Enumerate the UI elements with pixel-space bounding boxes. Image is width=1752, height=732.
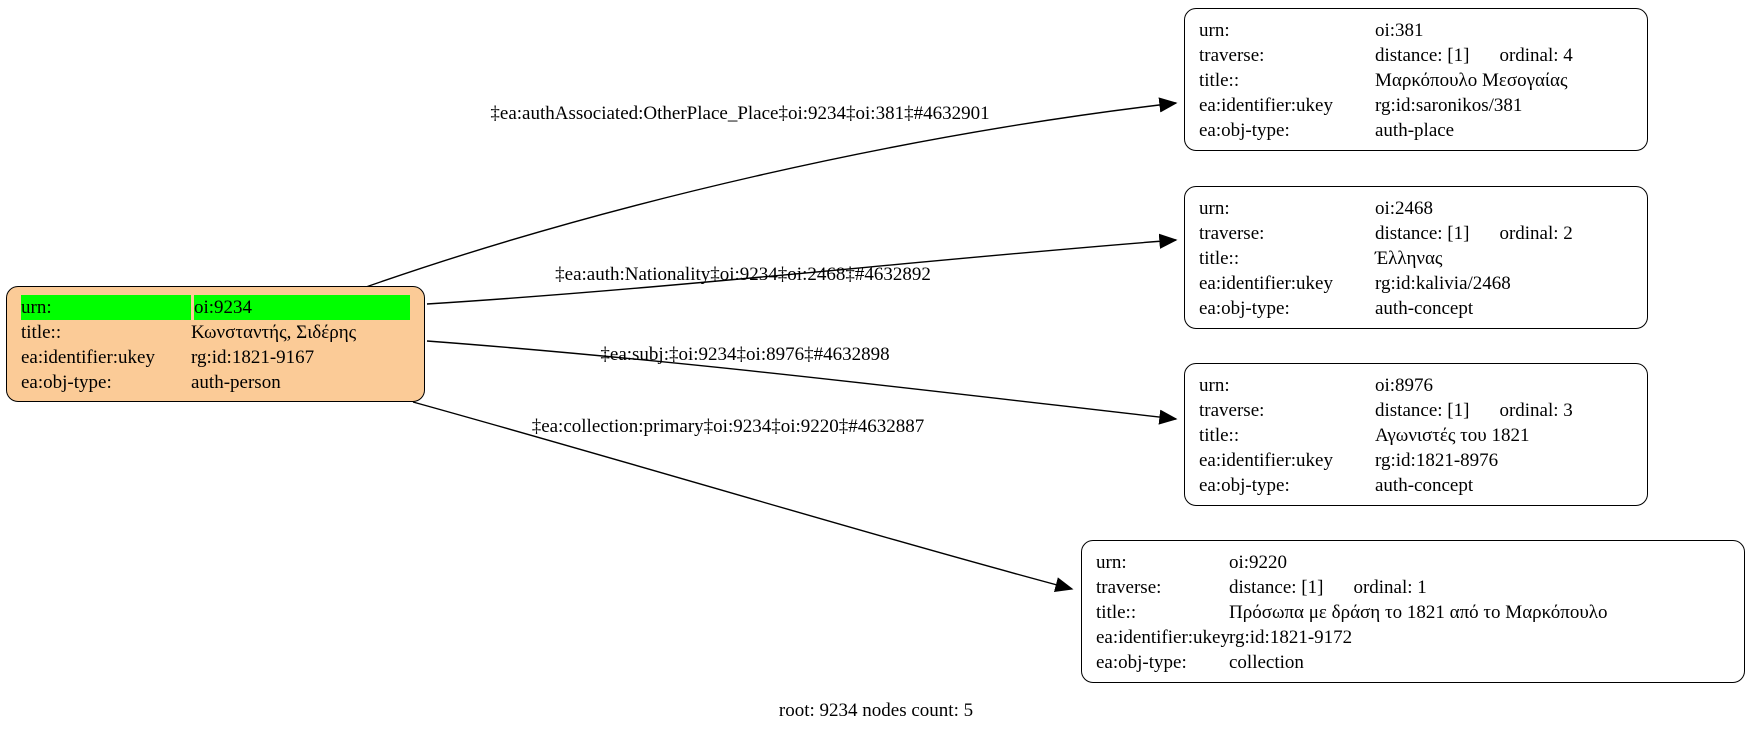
row-value: Κωνσταντής, Σιδέρης: [191, 322, 357, 343]
row-value: distance: [1]ordinal: 4: [1375, 45, 1573, 66]
row-key: urn:: [1199, 20, 1230, 41]
edge-label-auth-associated-other-place: ‡ea:authAssociated:OtherPlace_Place‡oi:9…: [490, 103, 990, 124]
node-oi-9220[interactable]: urn: oi:9220 traverse: distance: [1]ordina…: [1081, 540, 1745, 683]
node-row-traverse: traverse: distance: [1]ordinal: 4: [1199, 43, 1633, 68]
node-row-title: title::Μαρκόπουλο Μεσογαίας: [1199, 68, 1633, 93]
edge-label-collection-primary: ‡ea:collection:primary‡oi:9234‡oi:9220‡#…: [531, 416, 925, 437]
node-row-title: title::Αγωνιστές του 1821: [1199, 423, 1633, 448]
row-value: auth-person: [191, 372, 281, 393]
row-key: ea:identifier:ukey: [1199, 450, 1333, 471]
row-ordinal: ordinal: 4: [1499, 45, 1573, 66]
row-key: title::: [21, 322, 62, 343]
row-value: collection: [1229, 652, 1304, 673]
node-row-identifier: ea:identifier:ukey rg:id:kalivia/2468: [1199, 271, 1633, 296]
edge-label-subj: ‡ea:subj:‡oi:9234‡oi:8976‡#4632898: [600, 344, 890, 365]
row-ordinal: ordinal: 3: [1499, 400, 1573, 421]
row-key: traverse:: [1096, 577, 1162, 598]
node-row-objtype: ea:obj-type: auth-concept: [1199, 296, 1633, 321]
edge-line-subj: [426, 340, 1178, 425]
row-ordinal: ordinal: 2: [1499, 223, 1573, 244]
row-key: traverse:: [1199, 400, 1265, 421]
node-row-urn: urn: oi:381: [1199, 18, 1633, 43]
row-value: rg:id:1821-9167: [191, 347, 315, 368]
row-value: oi:8976: [1375, 375, 1434, 396]
row-value: rg:id:kalivia/2468: [1375, 273, 1511, 294]
row-key: ea:obj-type:: [1199, 298, 1290, 319]
row-key: ea:identifier:ukey: [1199, 273, 1333, 294]
row-value: oi:2468: [1375, 198, 1434, 219]
node-row-title: title::Έλληνας: [1199, 246, 1633, 271]
row-value: Μαρκόπουλο Μεσογαίας: [1375, 70, 1568, 91]
row-value: auth-concept: [1375, 475, 1474, 496]
row-key: title::: [1199, 425, 1240, 446]
node-row-urn: urn: oi:9220: [1096, 550, 1730, 575]
row-value: oi:9220: [1229, 552, 1288, 573]
row-key: urn:: [1199, 198, 1230, 219]
edge-label-auth-nationality: ‡ea:auth:Nationality‡oi:9234‡oi:2468‡#46…: [555, 264, 931, 285]
node-oi-8976[interactable]: urn: oi:8976 traverse: distance: [1]ordina…: [1184, 363, 1648, 506]
node-root-oi-9234[interactable]: urn:oi:9234 title::Κωνσταντής, Σιδέρης e…: [6, 286, 425, 402]
row-value: oi:381: [1375, 20, 1424, 41]
row-key: urn:: [1199, 375, 1230, 396]
row-value: rg:id:saronikos/381: [1375, 95, 1523, 116]
row-value: Αγωνιστές του 1821: [1375, 425, 1530, 446]
row-key: ea:identifier:ukey: [1199, 95, 1333, 116]
node-row-identifier: ea:identifier:ukey rg:id:1821-9167: [21, 345, 410, 370]
node-row-urn: urn: oi:2468: [1199, 196, 1633, 221]
node-row-urn: urn:oi:9234: [21, 295, 410, 320]
node-row-traverse: traverse: distance: [1]ordinal: 3: [1199, 398, 1633, 423]
row-key: ea:identifier:ukey: [21, 347, 155, 368]
row-value: distance: [1]ordinal: 2: [1375, 223, 1573, 244]
row-value: auth-place: [1375, 120, 1455, 141]
row-value: oi:9234: [194, 295, 410, 320]
row-key: title::: [1199, 70, 1240, 91]
row-key: ea:obj-type:: [1199, 475, 1290, 496]
node-row-urn: urn: oi:8976: [1199, 373, 1633, 398]
row-key: ea:obj-type:: [21, 372, 112, 393]
edge-line-collection-primary: [412, 401, 1074, 593]
node-row-title: title::Κωνσταντής, Σιδέρης: [21, 320, 410, 345]
node-row-objtype: ea:obj-type: auth-concept: [1199, 473, 1633, 498]
node-oi-2468[interactable]: urn: oi:2468 traverse: distance: [1]ordina…: [1184, 186, 1648, 329]
row-value: rg:id:1821-8976: [1375, 450, 1499, 471]
row-key: title::: [1096, 602, 1137, 623]
row-key: traverse:: [1199, 45, 1265, 66]
row-value: rg:id:1821-9172: [1229, 627, 1353, 648]
row-value: distance: [1]ordinal: 3: [1375, 400, 1573, 421]
row-key: title::: [1199, 248, 1240, 269]
row-value: auth-concept: [1375, 298, 1474, 319]
row-key: traverse:: [1199, 223, 1265, 244]
node-row-traverse: traverse: distance: [1]ordinal: 1: [1096, 575, 1730, 600]
row-ordinal: ordinal: 1: [1353, 577, 1427, 598]
row-value: Πρόσωπα με δράση το 1821 από το Μαρκόπου…: [1229, 602, 1608, 623]
row-key: ea:identifier:ukey: [1096, 627, 1230, 648]
node-row-traverse: traverse: distance: [1]ordinal: 2: [1199, 221, 1633, 246]
row-key: ea:obj-type:: [1199, 120, 1290, 141]
node-row-identifier: ea:identifier:ukey rg:id:1821-8976: [1199, 448, 1633, 473]
node-row-objtype: ea:obj-type: collection: [1096, 650, 1730, 675]
graph-caption: root: 9234 nodes count: 5: [778, 700, 974, 721]
node-row-objtype: ea:obj-type: auth-place: [1199, 118, 1633, 143]
row-value: distance: [1]ordinal: 1: [1229, 577, 1427, 598]
row-key: ea:obj-type:: [1096, 652, 1187, 673]
node-row-objtype: ea:obj-type: auth-person: [21, 370, 410, 395]
row-value: Έλληνας: [1375, 248, 1443, 269]
node-row-title: title::Πρόσωπα με δράση το 1821 από το Μ…: [1096, 600, 1730, 625]
row-key: urn:: [1096, 552, 1127, 573]
node-row-identifier: ea:identifier:ukey rg:id:saronikos/381: [1199, 93, 1633, 118]
edge-line-auth-associated-other-place: [365, 97, 1178, 288]
node-oi-381[interactable]: urn: oi:381 traverse: distance: [1]ordinal…: [1184, 8, 1648, 151]
edge-line-auth-nationality: [426, 233, 1178, 305]
row-key: urn:: [21, 295, 191, 320]
